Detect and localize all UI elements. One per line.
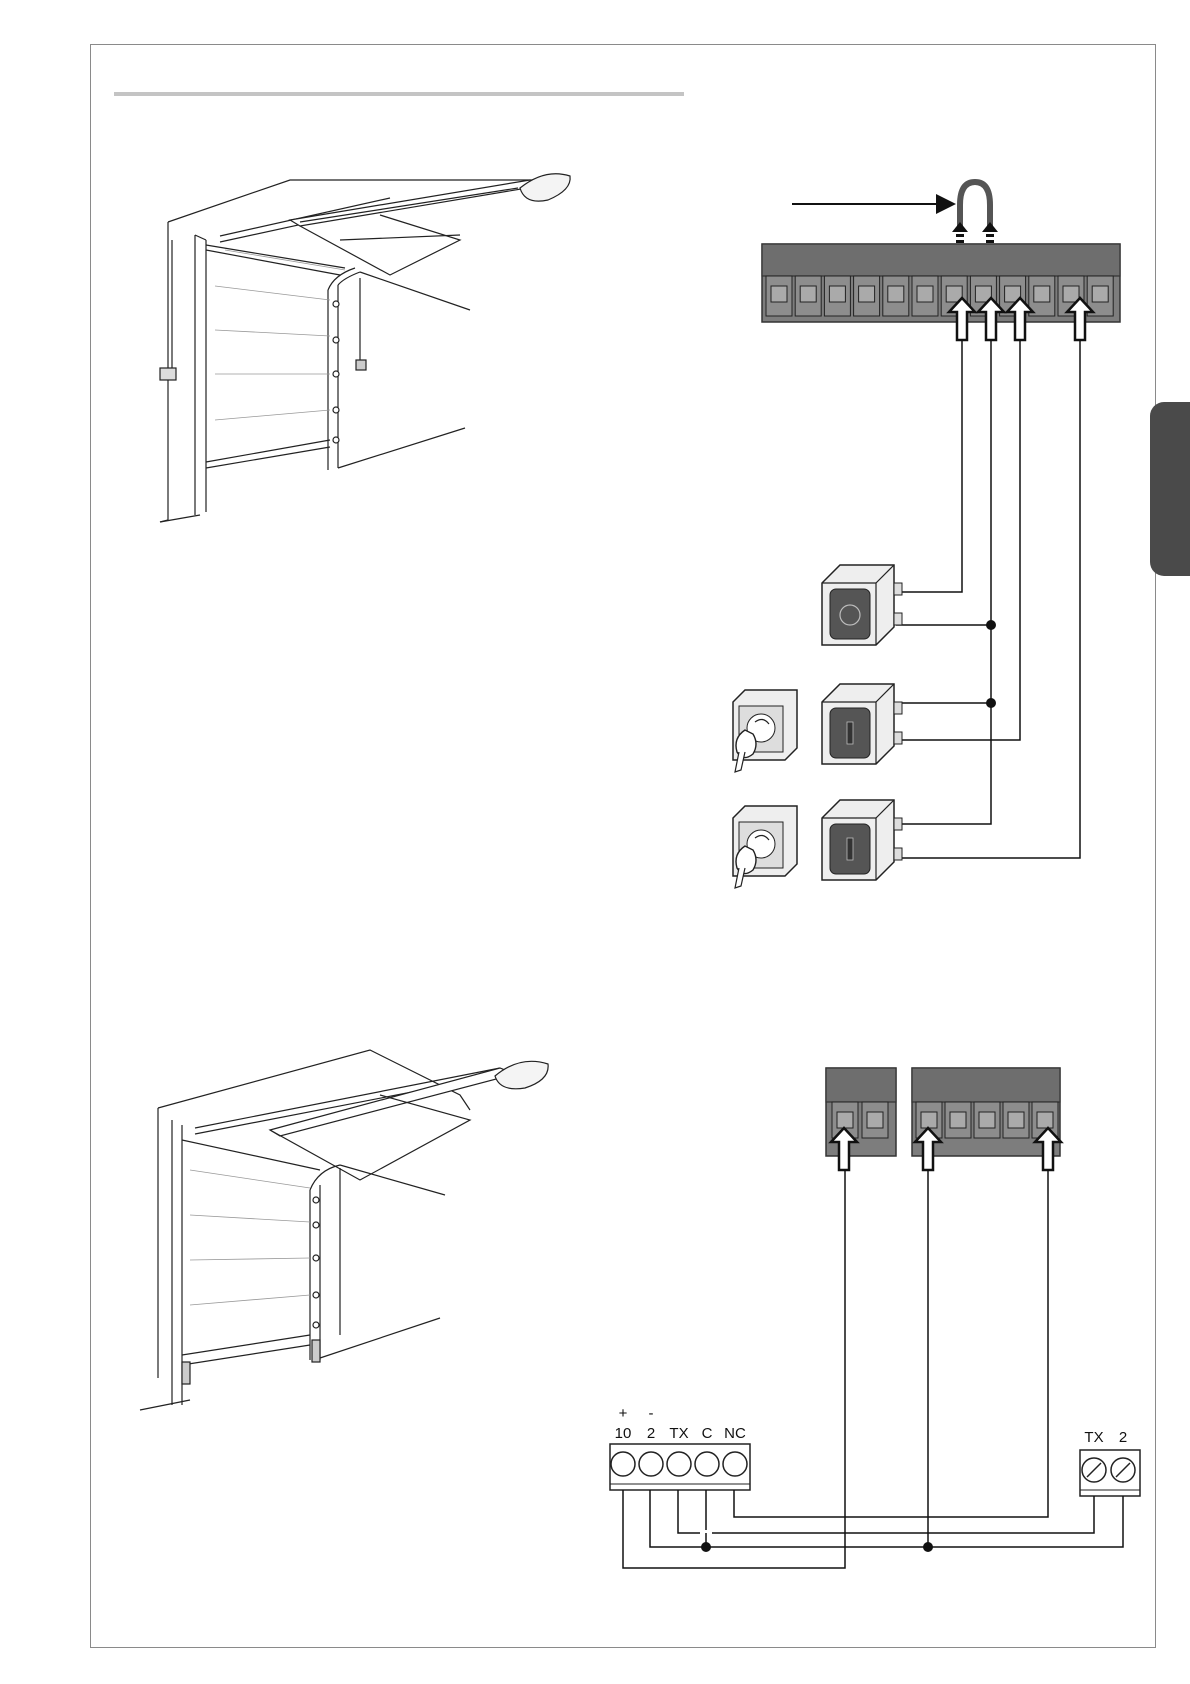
key-switch-icon: [733, 806, 797, 888]
terminal-block-main: [762, 244, 1120, 322]
polarity-label: -: [649, 1405, 654, 1422]
terminal-slot: [854, 276, 880, 316]
wire-junction: [923, 1542, 933, 1552]
pushbutton-icon: [822, 800, 902, 880]
terminal-slot: [766, 276, 792, 316]
pushbutton-icon: [822, 684, 902, 764]
screw-terminal-icon: [611, 1452, 635, 1476]
pushbutton-icon: [822, 565, 902, 645]
terminal-label: 2: [647, 1425, 655, 1442]
garage-door-illustration-bottom: [140, 1050, 548, 1410]
control-wires: [896, 340, 1080, 858]
polarity-label: +: [619, 1405, 628, 1422]
jumper-wire: [960, 182, 990, 228]
key-switch-icon: [733, 690, 797, 772]
terminal-slot: [974, 1102, 1000, 1138]
terminal-slot: [824, 276, 850, 316]
terminal-label: TX: [1084, 1429, 1103, 1446]
terminal-slot: [945, 1102, 971, 1138]
photocell-receiver-block: 10 +2 -TX C NC: [610, 1405, 750, 1490]
terminal-slot: [1003, 1102, 1029, 1138]
wiring-diagram-controls: [733, 182, 1120, 888]
screw-terminal-icon: [667, 1452, 691, 1476]
terminal-label: C: [702, 1425, 713, 1442]
terminal-label: 10: [615, 1425, 632, 1442]
screw-terminal-icon: [695, 1452, 719, 1476]
terminal-label: TX: [669, 1425, 688, 1442]
garage-door-illustration-top: [160, 174, 570, 522]
photocell-wires: [623, 1170, 1123, 1568]
screw-terminal-icon: [723, 1452, 747, 1476]
wire-junction: [986, 620, 996, 630]
terminal-slot: [883, 276, 909, 316]
photocell-transmitter-block: TX 2: [1080, 1429, 1140, 1496]
terminal-slot: [912, 276, 938, 316]
terminal-slot: [795, 276, 821, 316]
terminal-label: 2: [1119, 1429, 1127, 1446]
terminal-label: NC: [724, 1425, 746, 1442]
screw-terminal-icon: [639, 1452, 663, 1476]
wire-junction: [986, 698, 996, 708]
